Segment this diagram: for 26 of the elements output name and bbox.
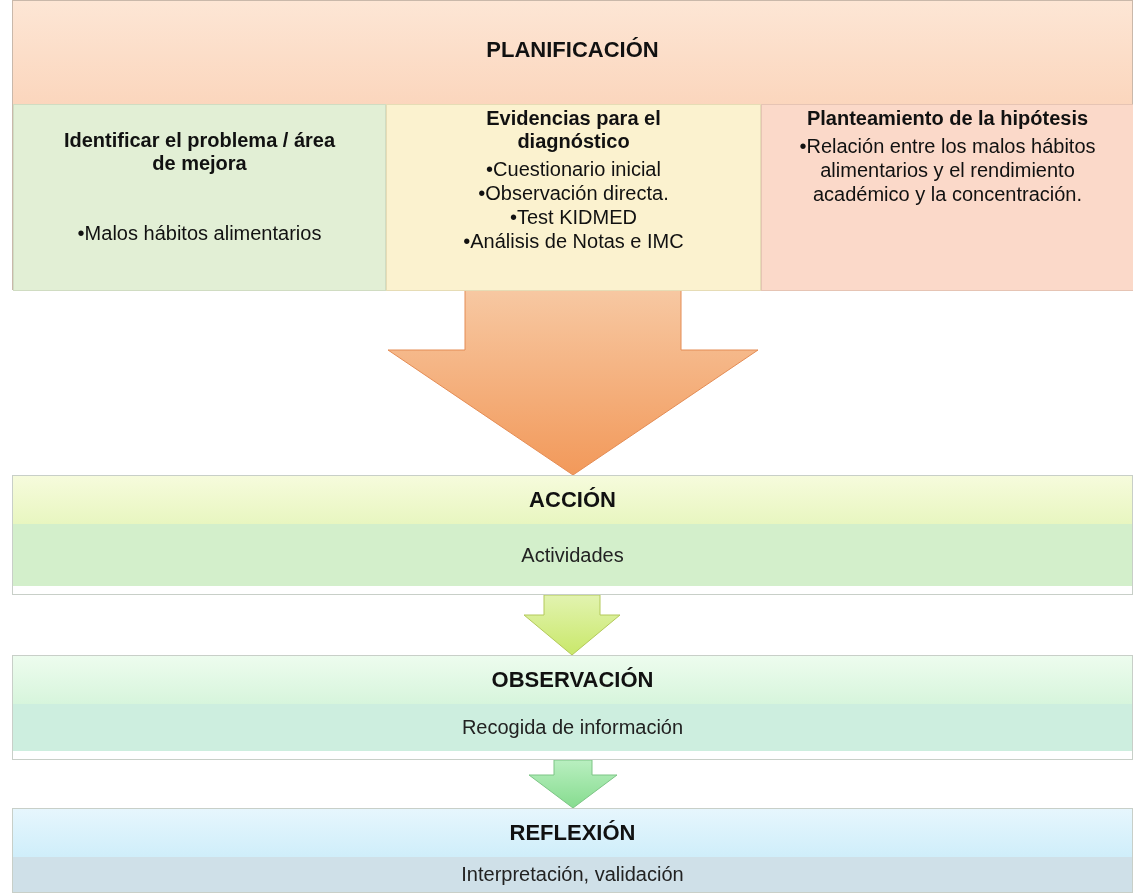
block-arrow: [528, 759, 618, 809]
planning-panel: [12, 0, 1133, 290]
stage-title: REFLEXIÓN: [509, 820, 636, 846]
bullet-item: •Test KIDMED: [509, 205, 638, 229]
column-card: [761, 104, 1133, 291]
bullet-item: •Cuestionario inicial: [485, 157, 662, 181]
column-card: [386, 104, 761, 291]
stage-text: Recogida de información: [461, 716, 684, 739]
panel-title: PLANIFICACIÓN: [486, 37, 659, 62]
bullet-item: •Observación directa.: [477, 181, 670, 205]
stage-text: Interpretación, validación: [461, 863, 684, 886]
column-heading: Identificar el problema / área de mejora: [62, 129, 337, 175]
stage-box: [12, 808, 1133, 893]
stage-text: Actividades: [521, 543, 624, 567]
column-card: [13, 104, 386, 291]
stage-title: ACCIÓN: [529, 487, 616, 513]
column-heading: Evidencias para el diagnóstico: [485, 107, 662, 153]
block-arrow: [387, 289, 759, 476]
stage-box: [12, 475, 1133, 595]
bullet-item: •Malos hábitos alimentarios: [76, 221, 323, 245]
column-heading: Planteamiento de la hipótesis: [805, 107, 1090, 130]
block-arrow: [523, 594, 621, 656]
stage-title: OBSERVACIÓN: [491, 667, 654, 693]
bullet-item: •Relación entre los malos hábitos alimentarios y el rendimiento académico y la concentración.: [798, 134, 1097, 206]
bullet-item: •Análisis de Notas e IMC: [462, 229, 685, 253]
stage-box: [12, 655, 1133, 760]
